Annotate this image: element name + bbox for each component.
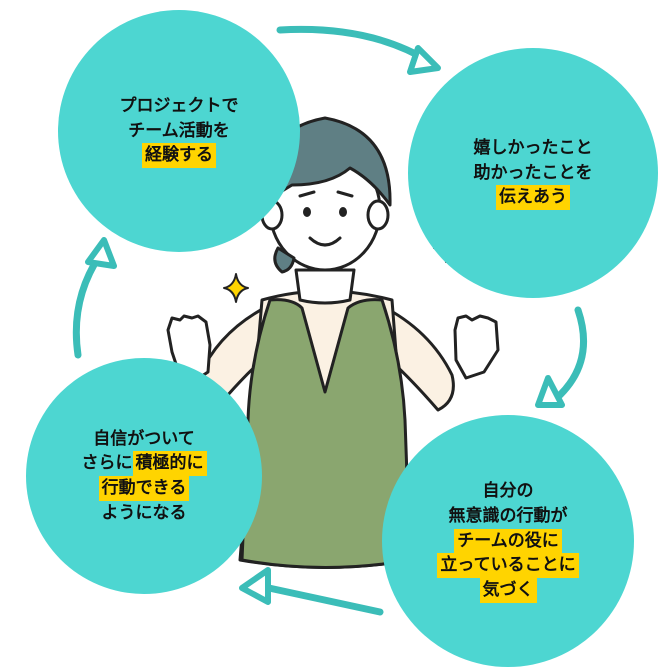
step-circle-confidence: 自信がついて さらに積極的に 行動できる ようになる	[26, 358, 262, 594]
step-highlight: 積極的に	[132, 451, 207, 476]
step-text: 助かったことを	[473, 162, 593, 183]
sparkle-left-icon	[223, 273, 249, 303]
step-highlight: 気づく	[479, 577, 537, 603]
step-text: ようになる	[101, 502, 187, 523]
step-highlight: 経験する	[142, 143, 216, 168]
arrowhead-left	[85, 237, 117, 269]
step-circle-notice: 自分の 無意識の行動が チームの役に 立っていることに 気づく	[382, 415, 634, 667]
arrow-right	[556, 306, 588, 399]
step-text: 自分の	[482, 481, 534, 502]
step-text: 無意識の行動が	[448, 506, 568, 527]
arrowhead-right	[535, 375, 565, 408]
step-highlight: 伝えあう	[496, 185, 570, 210]
step-text: プロジェクトで	[119, 96, 239, 117]
step-highlight: 立っていることに	[437, 553, 579, 578]
step-circle-share: 嬉しかったこと 助かったことを 伝えあう	[408, 48, 658, 298]
step-highlight: チームの役に	[454, 528, 562, 554]
step-highlight: 行動できる	[98, 476, 190, 501]
arrowhead-top	[407, 45, 441, 75]
step-text: チーム活動を	[128, 120, 230, 141]
step-text: 自信がついて	[93, 428, 195, 449]
arrowhead-bottom	[239, 567, 271, 605]
step-text: 嬉しかったこと	[473, 138, 593, 159]
step-text: さらに	[81, 453, 133, 474]
step-circle-experience: プロジェクトで チーム活動を 経験する	[58, 10, 300, 252]
